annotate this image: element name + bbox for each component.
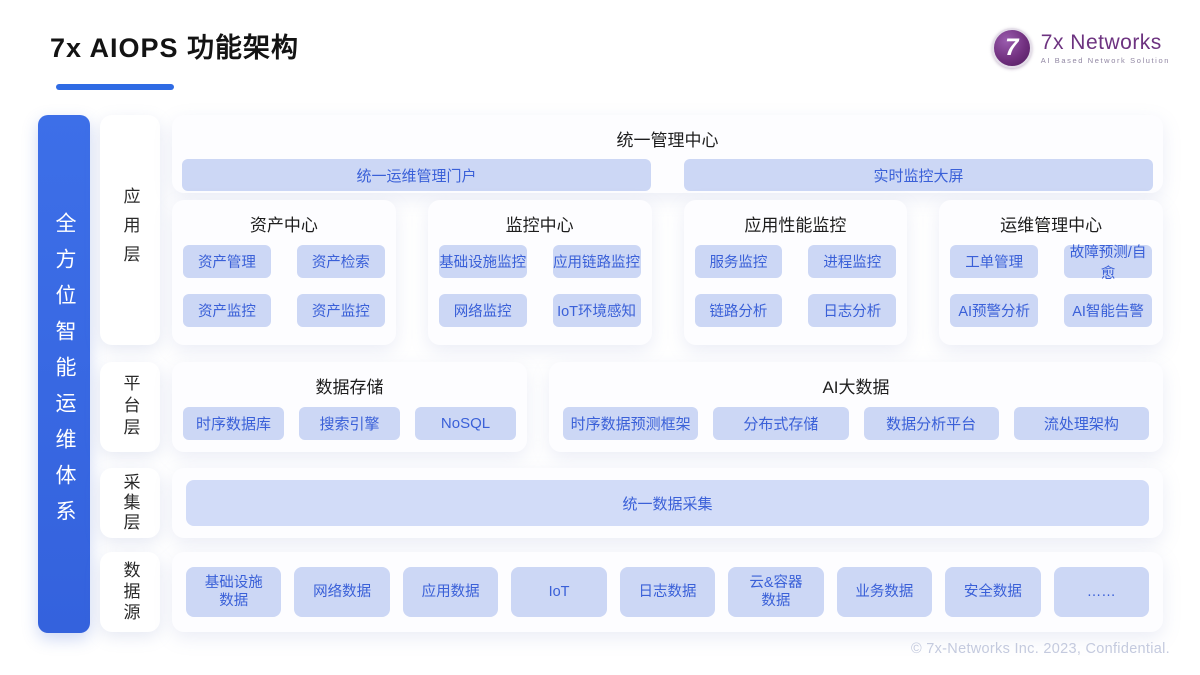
feature-chip: 服务监控 — [694, 245, 783, 278]
copyright-notice: © 7x-Networks Inc. 2023, Confidential. — [910, 641, 1170, 657]
feature-chip: 资产管理 — [183, 245, 271, 278]
panel-title: 监控中心 — [505, 216, 574, 235]
panel-title: AI大数据 — [822, 378, 890, 397]
panel-apm: 应用性能监控 服务监控 进程监控 链路分析 日志分析 — [683, 200, 908, 345]
datasource-chip: …… — [1053, 567, 1149, 617]
feature-chip: 基础设施监控 — [438, 245, 527, 278]
feature-chip: 流处理架构 — [1013, 407, 1149, 440]
datasource-chip: 云&容器 数据 — [728, 567, 824, 617]
logo-tagline: AI Based Network Solution — [1040, 55, 1170, 65]
feature-chip: 资产监控 — [296, 294, 385, 327]
chip-grid: 服务监控 进程监控 链路分析 日志分析 — [684, 245, 908, 327]
side-banner-text: 全方位智能运维体系 — [53, 212, 76, 536]
layer-label: 平台层 — [120, 374, 140, 440]
panel-title: 运维管理中心 — [1000, 216, 1103, 235]
feature-chip: 工单管理 — [950, 245, 1039, 278]
chip-grid: 基础设施监控 应用链路监控 网络监控 IoT环境感知 — [428, 245, 652, 327]
panel-monitoring-center: 监控中心 基础设施监控 应用链路监控 网络监控 IoT环境感知 — [427, 200, 652, 345]
feature-chip: 时序数据库 — [183, 407, 284, 440]
layer-card-platform: 平台层 — [100, 362, 160, 452]
datasource-chip: 日志数据 — [619, 567, 716, 617]
feature-chip: 统一运维管理门户 — [182, 159, 651, 191]
layer-card-application: 应用层 — [100, 115, 160, 345]
panel-data-storage: 数据存储 时序数据库 搜索引擎 NoSQL — [172, 362, 527, 452]
layer-label: 数据源 — [120, 560, 140, 624]
layer-card-datasource: 数据源 — [100, 552, 160, 632]
datasource-chip: 基础设施 数据 — [186, 567, 282, 617]
chip-grid: 基础设施 数据 网络数据 应用数据 IoT 日志数据 云&容器 数据 业务数据 … — [172, 567, 1163, 617]
feature-chip: 故障预测/自愈 — [1064, 245, 1152, 282]
panel-unified-management: 统一管理中心 统一运维管理门户 实时监控大屏 — [172, 115, 1163, 193]
chip-grid: 时序数据预测框架 分布式存储 数据分析平台 流处理架构 — [549, 407, 1163, 440]
feature-chip: 日志分析 — [808, 294, 897, 327]
feature-chip: 时序数据预测框架 — [563, 407, 699, 440]
layer-card-collection: 采集层 — [100, 468, 160, 538]
title-underline — [56, 84, 174, 90]
feature-chip: 应用链路监控 — [552, 245, 641, 278]
panel-title: 数据存储 — [315, 378, 384, 397]
centers-row: 资产中心 资产管理 资产检索 资产监控 资产监控 监控中心 基础设施监控 应用链… — [172, 200, 1163, 345]
feature-chip: 链路分析 — [694, 294, 783, 327]
datasource-chip: IoT — [511, 567, 607, 617]
page-title: 7x AIOPS 功能架构 — [50, 33, 300, 63]
datasource-chip: 应用数据 — [402, 567, 499, 617]
datasource-chip: 业务数据 — [836, 567, 933, 617]
layer-label: 采集层 — [120, 473, 140, 533]
chip-grid: 时序数据库 搜索引擎 NoSQL — [172, 407, 527, 440]
panel-ai-bigdata: AI大数据 时序数据预测框架 分布式存储 数据分析平台 流处理架构 — [549, 362, 1163, 452]
feature-chip: 资产检索 — [296, 245, 385, 278]
side-banner: 全方位智能运维体系 — [38, 115, 90, 633]
logo-text-block: 7x Networks AI Based Network Solution — [1040, 30, 1170, 65]
panel-title: 应用性能监控 — [744, 216, 847, 235]
layer-label: 应用层 — [120, 186, 140, 274]
chip-grid: 工单管理 故障预测/自愈 AI预警分析 AI智能告警 — [939, 245, 1163, 327]
company-logo: 7 7x Networks AI Based Network Solution — [991, 28, 1170, 68]
panel-data-sources: 基础设施 数据 网络数据 应用数据 IoT 日志数据 云&容器 数据 业务数据 … — [172, 552, 1163, 632]
feature-chip: 搜索引擎 — [299, 407, 400, 440]
chip-grid: 资产管理 资产检索 资产监控 资产监控 — [172, 245, 396, 327]
feature-chip: 实时监控大屏 — [684, 159, 1153, 191]
panel-unified-collection: 统一数据采集 — [172, 468, 1163, 538]
feature-chip: 分布式存储 — [713, 407, 849, 440]
feature-chip: 进程监控 — [808, 245, 897, 278]
panel-om-management-center: 运维管理中心 工单管理 故障预测/自愈 AI预警分析 AI智能告警 — [939, 200, 1163, 345]
feature-chip: 资产监控 — [183, 294, 271, 327]
feature-chip: 数据分析平台 — [863, 407, 999, 440]
feature-chip: NoSQL — [415, 407, 516, 440]
panel-title: 资产中心 — [249, 216, 318, 235]
feature-chip: IoT环境感知 — [552, 294, 641, 327]
datasource-chip: 网络数据 — [294, 567, 390, 617]
datasource-chip: 安全数据 — [945, 567, 1041, 617]
unified-chip-row: 统一运维管理门户 实时监控大屏 — [172, 159, 1163, 191]
logo-name: 7x Networks — [1040, 30, 1162, 54]
feature-chip: AI智能告警 — [1064, 294, 1152, 327]
globe-7-logo-icon: 7 — [991, 28, 1032, 68]
feature-chip: 统一数据采集 — [186, 480, 1149, 526]
feature-chip: AI预警分析 — [950, 294, 1039, 327]
feature-chip: 网络监控 — [438, 294, 527, 327]
panel-asset-center: 资产中心 资产管理 资产检索 资产监控 资产监控 — [172, 200, 396, 345]
panel-title: 统一管理中心 — [616, 131, 719, 150]
